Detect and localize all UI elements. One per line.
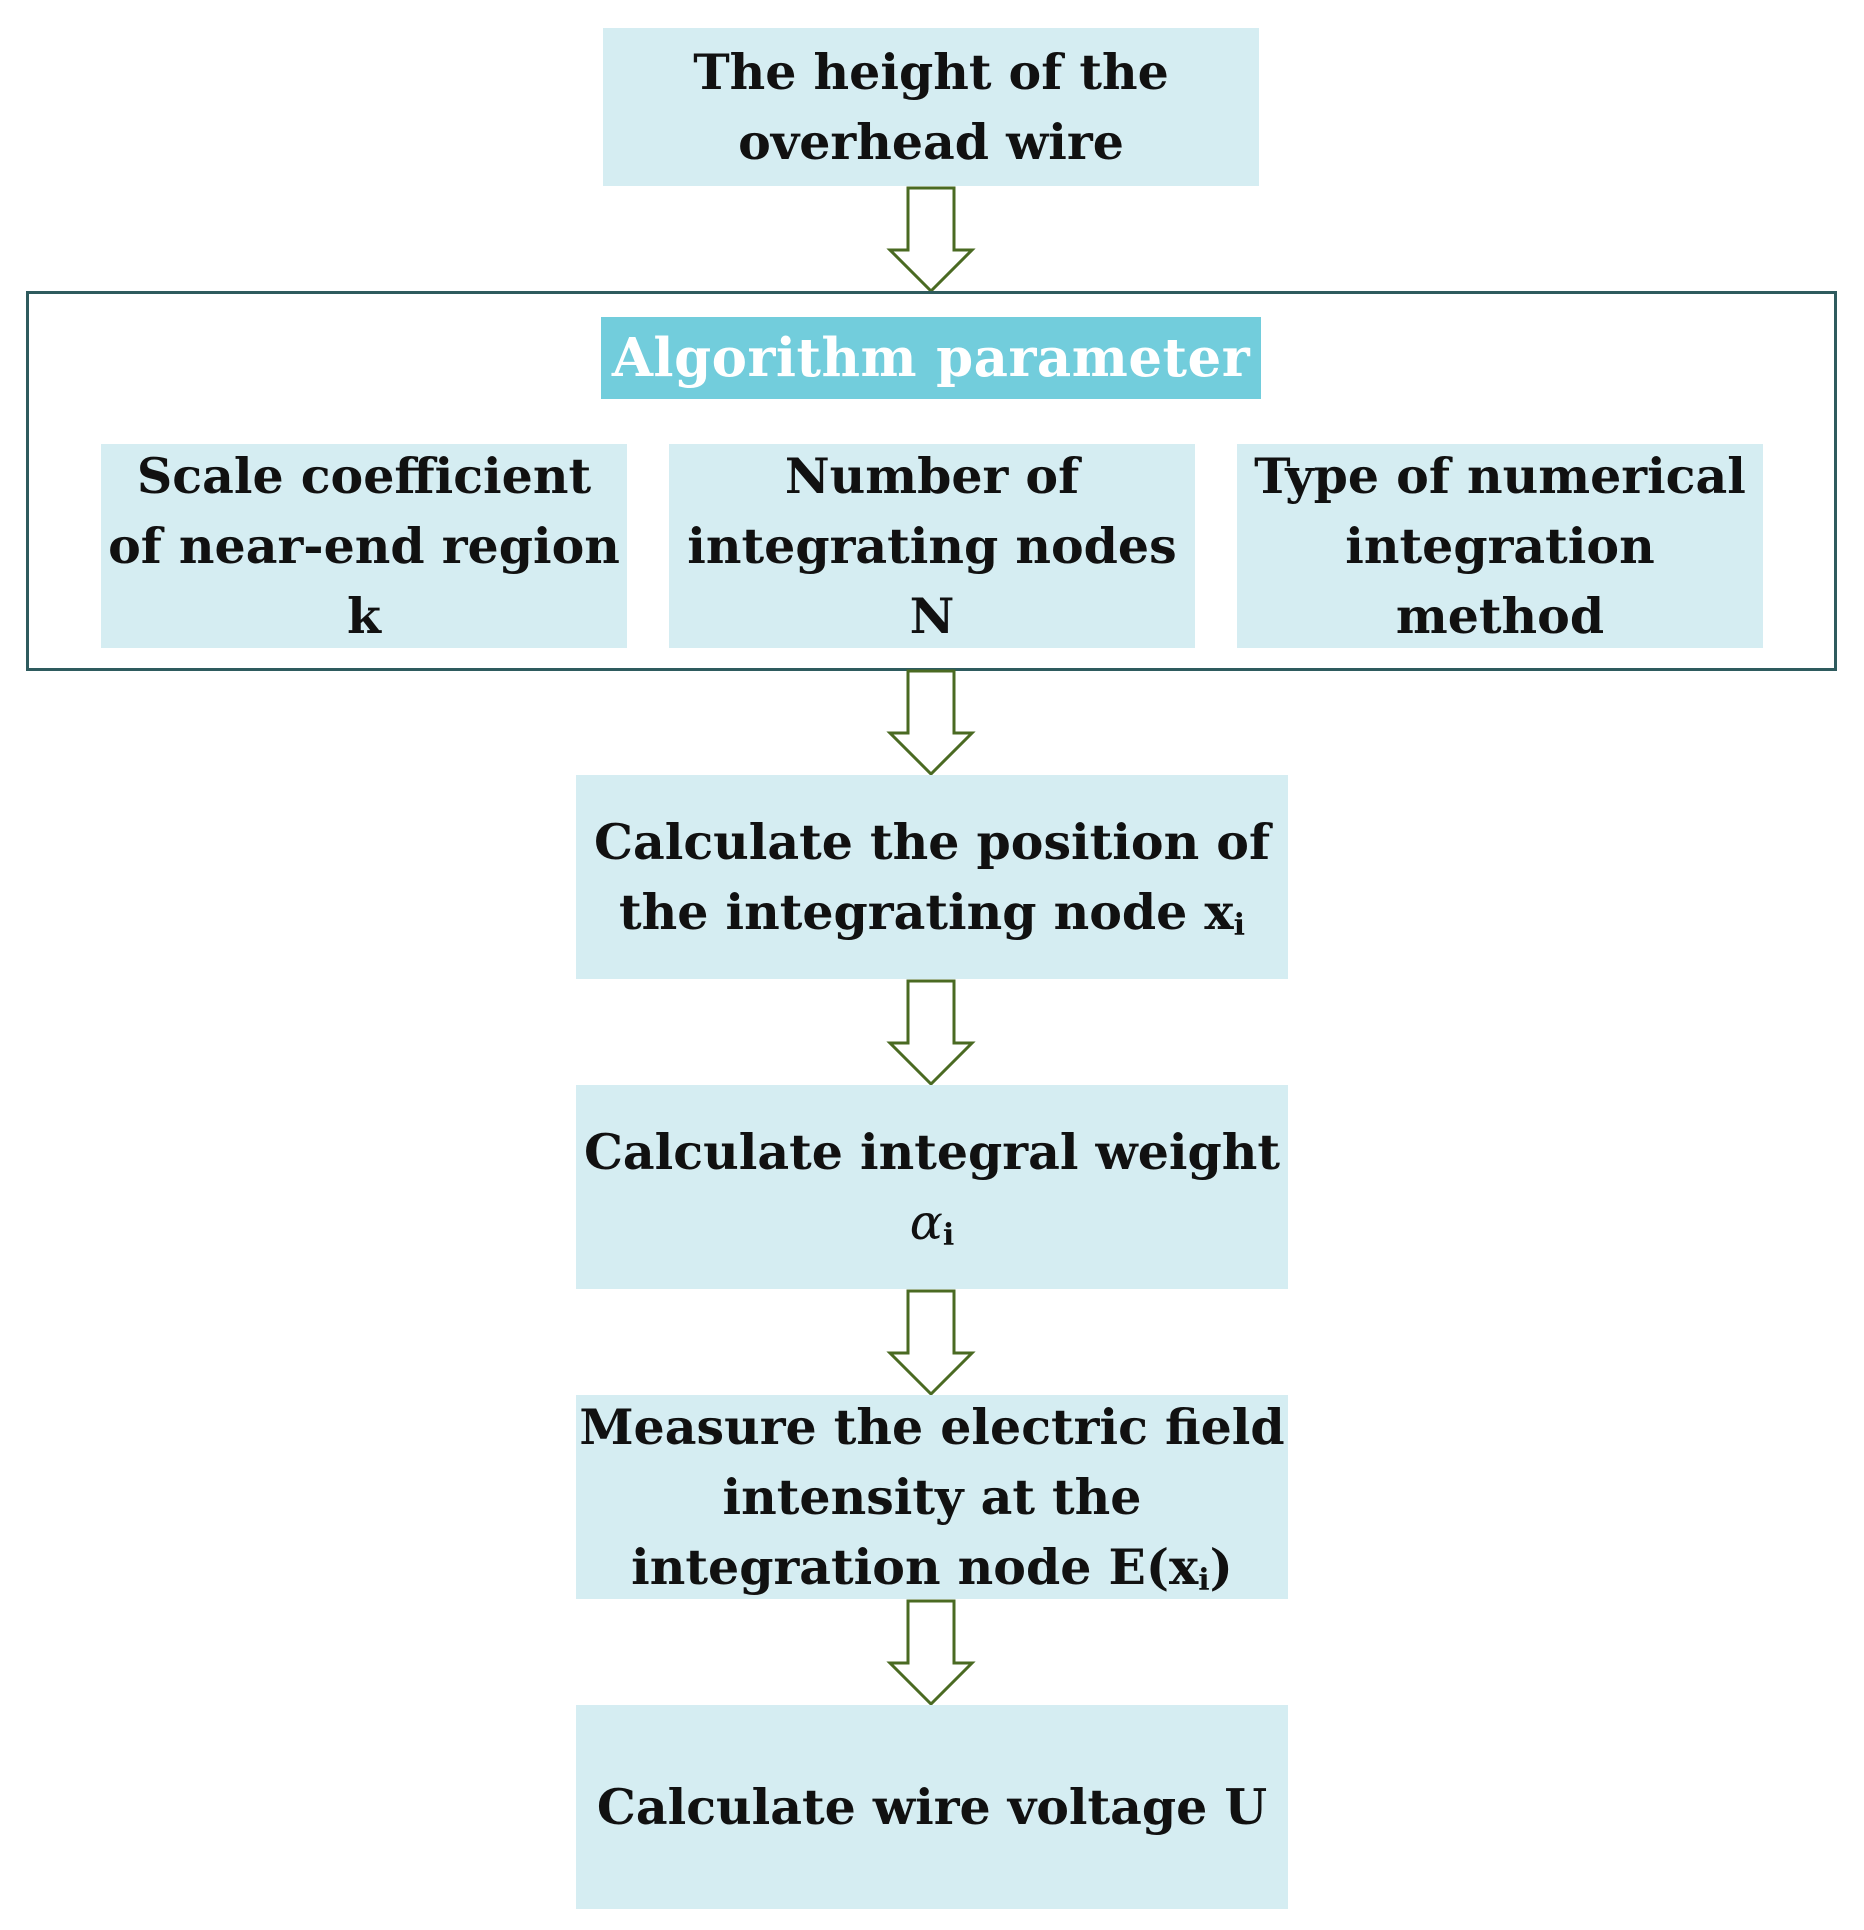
wire-height-line-1: The height of the	[693, 43, 1169, 101]
measure-field-intensity-box: Measure the electric field intensity at …	[576, 1395, 1288, 1599]
wire-height-line-2: overhead wire	[738, 113, 1124, 171]
param-scale-line-1: Scale coefficient	[136, 447, 592, 505]
flow-arrow-5	[886, 1599, 976, 1707]
param-type-line-2: integration	[1345, 517, 1655, 575]
measure-field-text: integration node E(x	[631, 1538, 1199, 1596]
param-scale-line-2: of near-end region	[108, 517, 620, 575]
param-scale-coefficient-box: Scale coefficient of near-end region k	[101, 444, 627, 648]
calc-node-position-line-2: the integrating node xi	[619, 877, 1245, 947]
calc-node-position-text: the integrating node x	[619, 883, 1234, 941]
flow-arrow-4	[886, 1289, 976, 1397]
flow-arrow-3	[886, 979, 976, 1087]
param-nodes-line-2: integrating nodes	[687, 517, 1177, 575]
measure-field-line-2: intensity at the	[722, 1468, 1142, 1526]
node-subscript: i	[1233, 908, 1245, 943]
alpha-symbol: α	[909, 1193, 943, 1251]
param-type-line-1: Type of numerical	[1254, 447, 1746, 505]
calc-integral-weight-line-2: αi	[910, 1187, 955, 1258]
calc-integral-weight-line-1: Calculate integral weight	[583, 1122, 1281, 1181]
algorithm-parameter-header: Algorithm parameter	[601, 317, 1261, 399]
flow-arrow-1	[886, 186, 976, 294]
weight-subscript: i	[942, 1217, 955, 1253]
measure-field-line-3: integration node E(xi)	[631, 1532, 1233, 1602]
field-subscript: i	[1198, 1563, 1210, 1598]
calc-node-position-box: Calculate the position of the integratin…	[576, 775, 1288, 979]
param-scale-line-3: k	[347, 587, 381, 645]
param-integration-type-box: Type of numerical integration method	[1237, 444, 1763, 648]
closing-paren: )	[1209, 1538, 1233, 1596]
calc-integral-weight-box: Calculate integral weight αi	[576, 1085, 1288, 1289]
calc-node-position-line-1: Calculate the position of	[593, 813, 1271, 871]
param-node-count-box: Number of integrating nodes N	[669, 444, 1195, 648]
param-type-line-3: method	[1395, 587, 1605, 645]
calc-wire-voltage-box: Calculate wire voltage U	[576, 1705, 1288, 1909]
wire-height-box: The height of the overhead wire	[603, 28, 1259, 186]
flow-arrow-2	[886, 669, 976, 777]
param-nodes-line-1: Number of	[784, 447, 1080, 505]
param-nodes-line-3: N	[909, 587, 955, 645]
measure-field-line-1: Measure the electric field	[579, 1398, 1285, 1456]
calc-wire-voltage-line-1: Calculate wire voltage U	[596, 1778, 1268, 1836]
